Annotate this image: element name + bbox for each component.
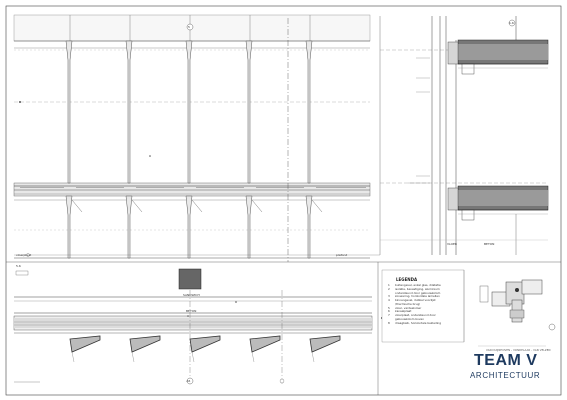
label-plafond: plafond	[336, 252, 348, 257]
label-vloerplaat: vloerplaat	[16, 252, 32, 257]
horizontal-section	[13, 268, 383, 385]
legend-item: gebouwkolom boven	[395, 316, 425, 321]
key-plan	[479, 279, 556, 331]
detail-ref: 5.6	[16, 263, 21, 268]
label-vloer: VLOER	[447, 242, 457, 246]
label-beton: BETON	[186, 309, 197, 313]
brand-logo-architectuur: ARCHITECTUUR	[470, 371, 541, 380]
legend-title: LEGENDA	[396, 277, 418, 282]
legend-item: ondersteund door gebouwkolom	[395, 290, 441, 295]
section-detail	[379, 16, 549, 255]
facade-elevation	[13, 14, 380, 262]
grid-label-bottom: A5	[186, 378, 191, 383]
label-beton-detail: BETON	[484, 242, 495, 246]
label-sandwich: SANDWICH	[183, 293, 200, 297]
legend-item: (thermische brug)	[395, 301, 421, 306]
detail-ref-top: 1.6	[509, 20, 514, 25]
legend-area	[381, 269, 465, 343]
brand-logo-team: TEAM V	[474, 352, 538, 369]
grid-label-top: 5	[188, 24, 190, 29]
grid-bubble-top	[186, 23, 194, 31]
brand-subtitle: VAN DUIJNHOVEN - VONDELAAR - VAN VELZEN	[486, 349, 551, 352]
grid-bubble-detail	[508, 19, 516, 27]
grid-bubble-bottom	[186, 377, 194, 385]
column-block	[178, 268, 202, 290]
